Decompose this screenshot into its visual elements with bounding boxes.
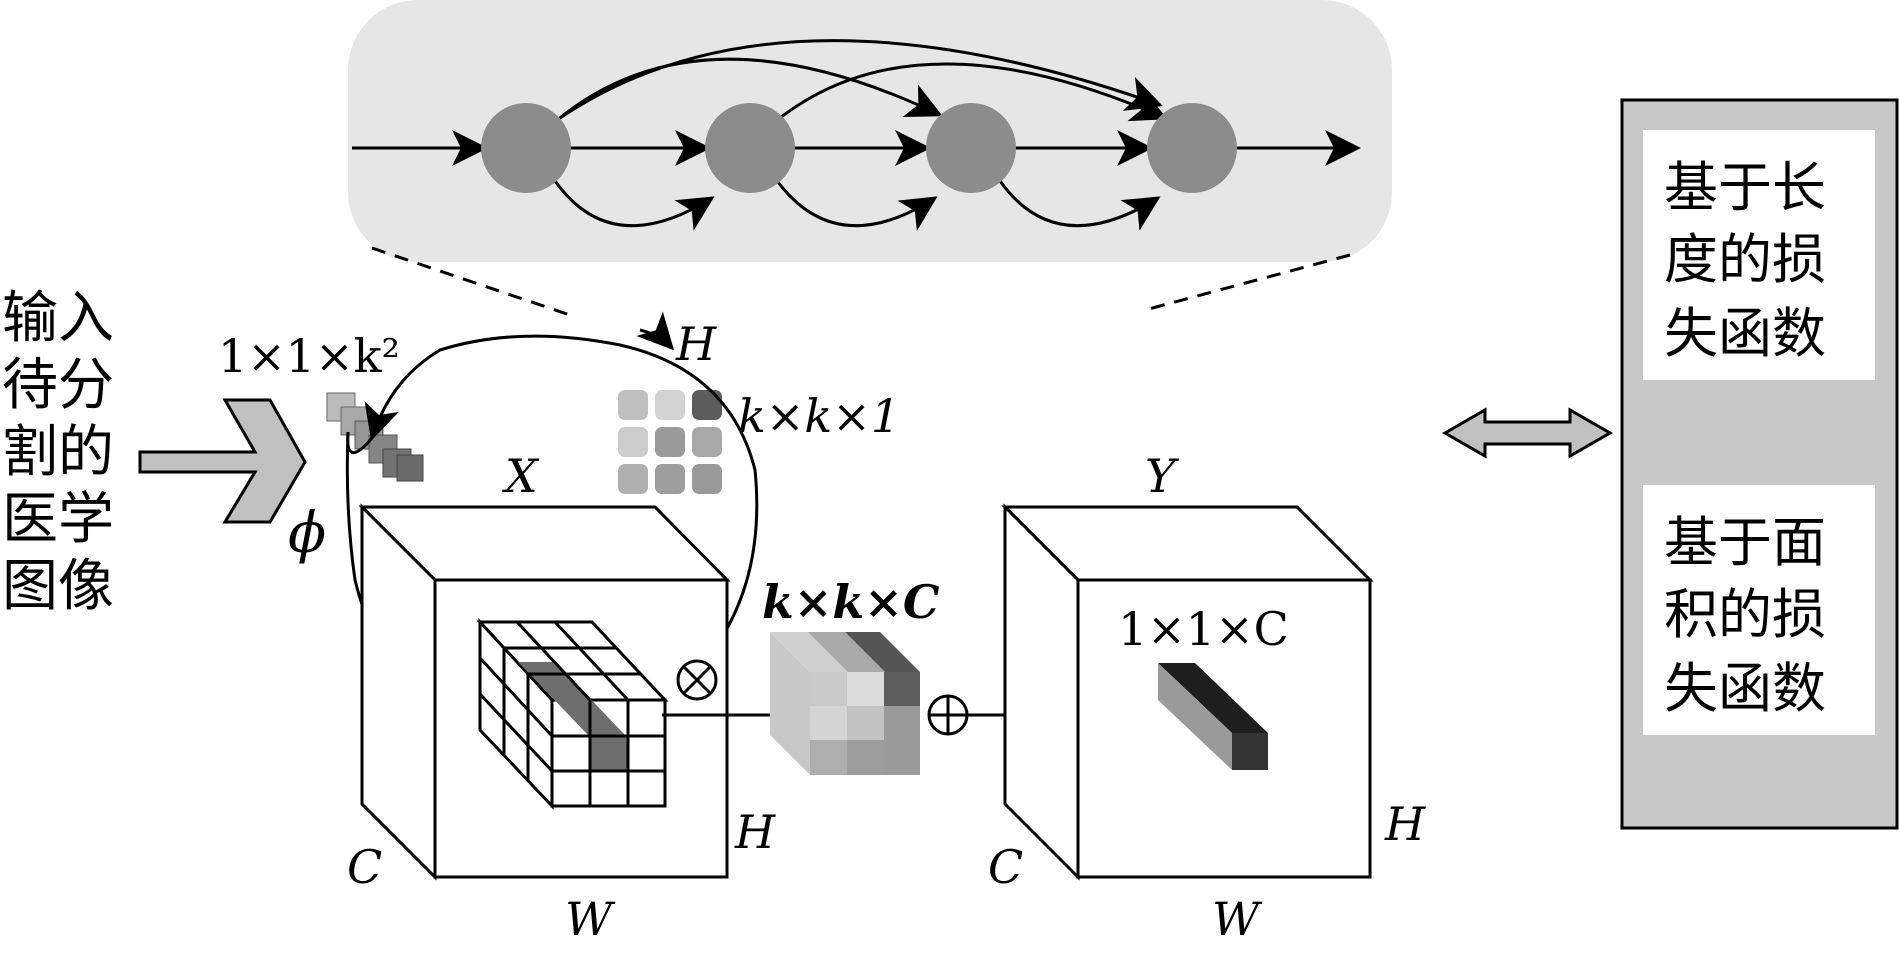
area-loss-box: [1643, 485, 1875, 735]
loss-line: 失函数: [1664, 657, 1826, 720]
loss-line: 基于长: [1664, 156, 1826, 219]
skip-arrow: [996, 177, 1161, 231]
c-left-label: C: [347, 840, 382, 894]
w-right-label: W: [1212, 892, 1263, 946]
h-top-label: H: [675, 317, 717, 371]
node: [926, 103, 1016, 193]
out-1x1c-label: 1×1×C: [1118, 602, 1289, 656]
h-right-label: H: [1384, 797, 1426, 851]
input-line: 割的: [2, 420, 114, 485]
skip-arrow: [773, 177, 938, 231]
length-loss-box: [1643, 130, 1875, 380]
w-left-label: W: [565, 892, 616, 946]
loss-line: 度的损: [1664, 228, 1826, 291]
kernel-3x3: [618, 390, 722, 494]
h-left-label: H: [734, 805, 776, 859]
loss-line: 基于面: [1664, 511, 1826, 574]
phi-label: ϕ: [288, 501, 326, 566]
feature-cube-x: [358, 503, 731, 881]
sliding-window-grid: [476, 618, 669, 810]
zoom-line: [371, 246, 571, 317]
zoom-line: [1144, 253, 1351, 312]
kxkxc-label: k×k×C: [762, 575, 940, 629]
input-line: 医学: [2, 487, 114, 552]
kernel-stack: [326, 392, 424, 482]
input-arrow-icon: [138, 398, 307, 524]
kxkx1-label: k×k×1: [738, 389, 900, 443]
c-right-label: C: [988, 840, 1023, 894]
input-line: 输入: [2, 286, 114, 351]
input-line: 图像: [2, 554, 114, 619]
loss-line: 失函数: [1664, 302, 1826, 365]
skip-arrow: [779, 62, 1168, 122]
input-label: 输入 待分 割的 医学 图像: [2, 286, 114, 619]
skip-arrow: [559, 39, 1163, 120]
input-line: 待分: [2, 353, 114, 418]
loss-line: 积的损: [1664, 583, 1826, 646]
node: [705, 103, 795, 193]
kxkxc-block: [770, 632, 920, 775]
loop-arrow: [364, 334, 759, 707]
output-pixel: [1158, 663, 1268, 733]
dense-connection-panel: [348, 0, 1392, 262]
node: [1147, 103, 1237, 193]
loop-arrow-head: [636, 311, 675, 351]
feature-cube-y: [1001, 503, 1374, 881]
skip-arrow: [551, 177, 715, 231]
y-label: Y: [1145, 449, 1180, 503]
x-label: X: [502, 449, 540, 503]
kernel-1x1k2-label: 1×1×k²: [218, 329, 400, 383]
loss-panel: 基于长 度的损 失函数 基于面 积的损 失函数: [1620, 98, 1899, 830]
skip-arrow: [554, 57, 943, 124]
double-arrow-icon: [1441, 407, 1614, 459]
node: [481, 103, 571, 193]
